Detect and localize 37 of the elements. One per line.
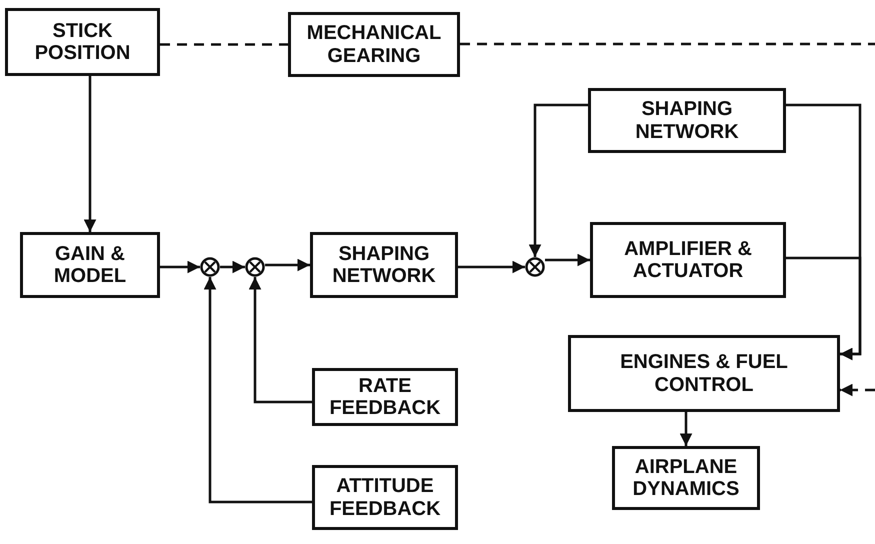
block-label: RATE FEEDBACK	[328, 374, 442, 420]
block-label: SHAPING NETWORK	[634, 98, 740, 143]
summing-junction	[245, 257, 265, 277]
block-box	[588, 88, 786, 153]
arrow	[680, 412, 692, 446]
block-label: ENGINES & FUEL CONTROL	[619, 351, 789, 396]
arrow	[528, 104, 588, 257]
block-label: ATTITUDE FEEDBACK	[328, 475, 442, 520]
block-box	[312, 368, 458, 426]
arrow	[84, 76, 96, 232]
arrow	[220, 260, 245, 274]
block-label: SHAPING NETWORK	[331, 242, 437, 288]
block-box	[20, 232, 160, 298]
dashed-connector	[840, 384, 875, 396]
block-box	[5, 8, 160, 76]
block-box	[612, 446, 760, 510]
block-box	[310, 232, 458, 298]
block-box	[568, 335, 840, 412]
summing-junction	[200, 257, 220, 277]
arrow	[160, 260, 200, 274]
arrow	[248, 277, 312, 404]
block-box	[312, 465, 458, 530]
arrow	[786, 256, 862, 360]
summing-junction	[525, 257, 545, 277]
dashed-connector	[460, 42, 875, 46]
arrow	[265, 258, 310, 272]
arrow	[545, 254, 590, 266]
block-label: AIRPLANE DYNAMICS	[632, 456, 740, 500]
block-label: MECHANICAL GEARING	[306, 22, 442, 67]
block-box	[590, 222, 786, 298]
block-label: STICK POSITION	[34, 20, 132, 64]
dashed-connector	[160, 43, 288, 46]
arrow	[458, 260, 525, 274]
block-box	[288, 12, 460, 77]
block-label: GAIN & MODEL	[52, 242, 128, 288]
block-label: AMPLIFIER & ACTUATOR	[623, 238, 753, 282]
arrow	[204, 277, 312, 504]
